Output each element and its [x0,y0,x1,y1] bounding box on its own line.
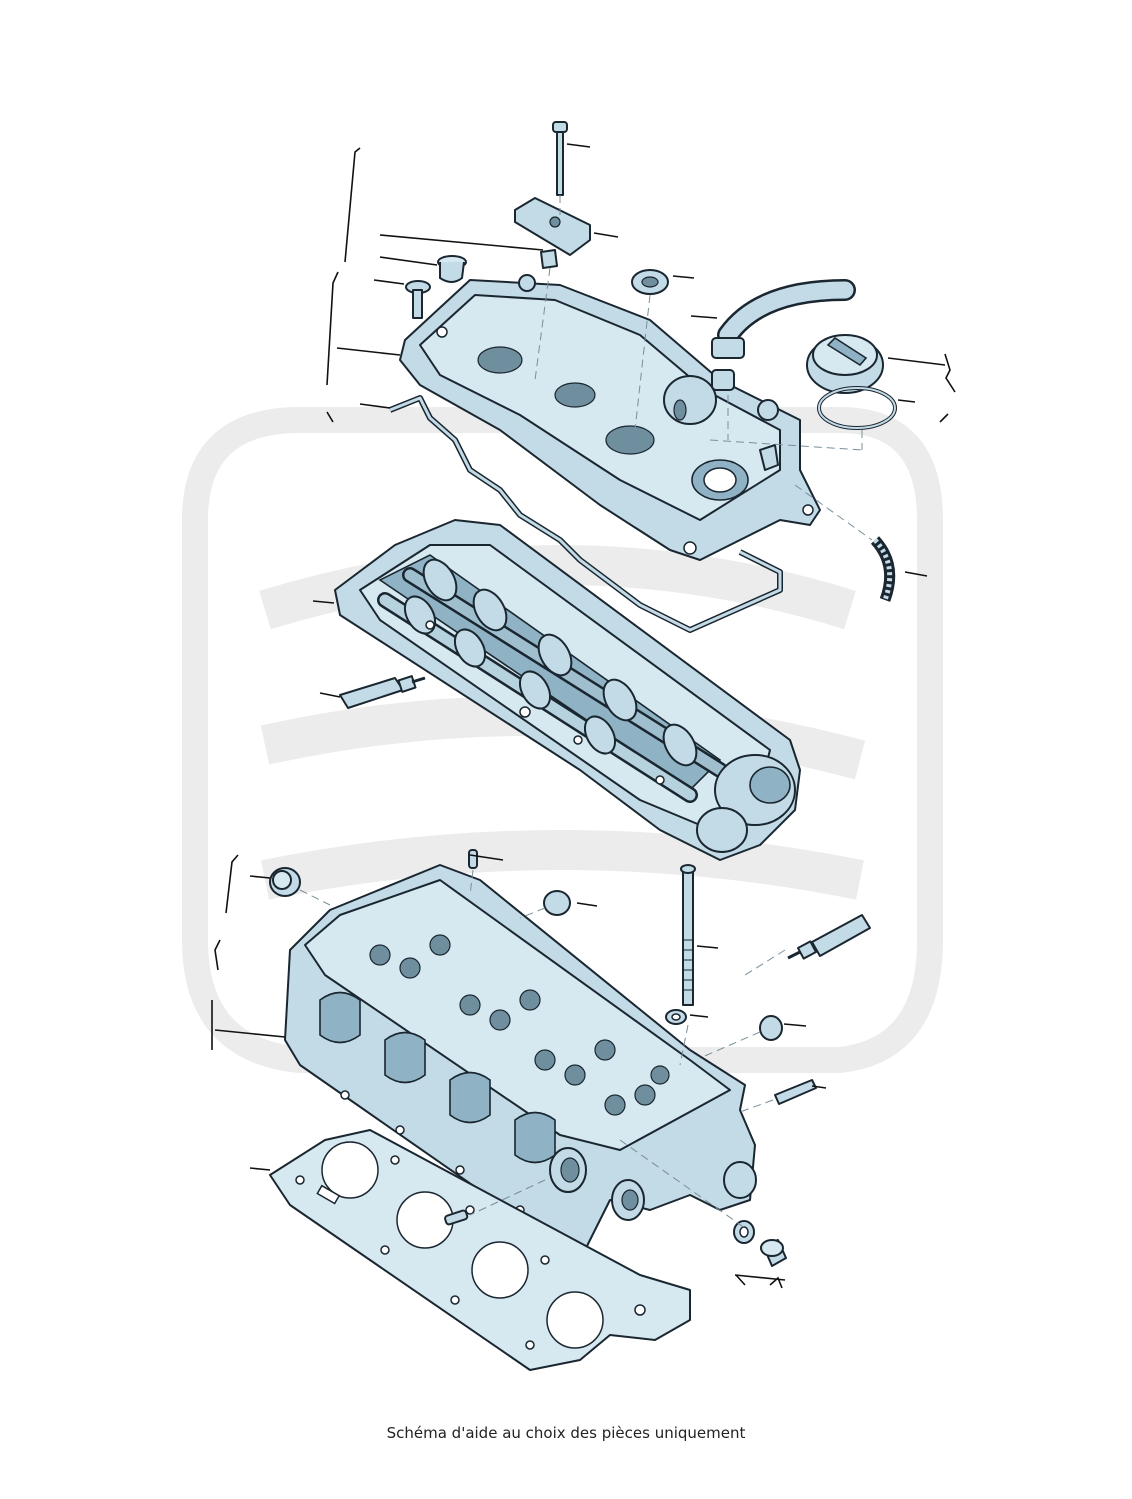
seal-washer-bottom [733,1220,755,1244]
leader-lines [214,143,946,1281]
valve-seats [369,934,670,1116]
cap-plug-left [269,867,301,897]
combustion-chambers [319,991,556,1164]
cover-gasket [388,395,783,633]
oil-filler-cap [806,334,897,430]
seal-ring [631,269,669,295]
cylinder-head-gasket [269,1129,691,1371]
cap-plug-right [759,1015,783,1041]
washer [665,1009,687,1025]
screw [405,280,431,319]
camshaft [377,558,728,803]
sealant-tube-right [787,914,871,960]
sealant-tube-left [339,675,426,709]
cap-plug-mid [543,890,571,916]
cylinder-head-cover [399,274,821,561]
caption-text: Schéma d'aide au choix des pièces unique… [386,1424,746,1442]
cylinder-head-bolt [680,864,696,1006]
bracket-lines [211,147,956,1289]
cylinder-head [284,864,757,1261]
cover-bolt-top [552,121,568,196]
plug-cap [437,255,467,283]
breather-hose [711,279,856,391]
vent-hose-small [870,536,896,602]
bottom-assembly-lines [299,869,786,1229]
top-assembly-lines [534,195,873,541]
dowel-pin-top [468,849,478,869]
camshaft-housing [334,519,801,861]
small-nut [540,249,558,269]
stud-bolt [774,1079,817,1105]
retaining-bracket [514,197,591,256]
screw-plug-bottom [760,1239,787,1267]
